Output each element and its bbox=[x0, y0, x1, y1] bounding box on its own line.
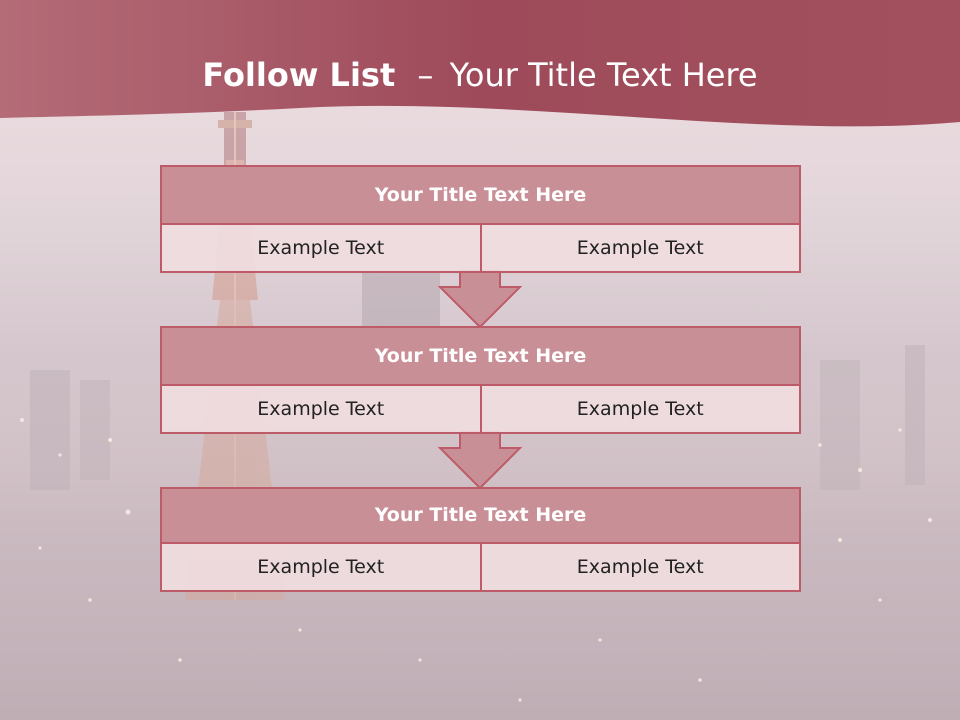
list-block: Your Title Text Here Example Text Exampl… bbox=[160, 165, 801, 273]
block-row: Example Text Example Text bbox=[162, 386, 799, 432]
title-rest: Your Title Text Here bbox=[449, 56, 758, 94]
down-arrow-icon bbox=[438, 431, 522, 489]
block-cell-left: Example Text bbox=[257, 237, 385, 259]
title-banner bbox=[0, 0, 960, 127]
block-title: Your Title Text Here bbox=[162, 167, 799, 225]
title-bold: Follow List bbox=[202, 56, 396, 94]
block-cell-right: Example Text bbox=[479, 386, 800, 432]
block-title: Your Title Text Here bbox=[162, 328, 799, 386]
block-cell-right: Example Text bbox=[479, 225, 800, 271]
block-cell-right: Example Text bbox=[479, 544, 800, 590]
block-cell-left: Example Text bbox=[257, 398, 385, 420]
list-block: Your Title Text Here Example Text Exampl… bbox=[160, 326, 801, 434]
list-block: Your Title Text Here Example Text Exampl… bbox=[160, 487, 801, 592]
block-title: Your Title Text Here bbox=[162, 489, 799, 544]
block-row: Example Text Example Text bbox=[162, 225, 799, 271]
down-arrow-icon bbox=[438, 270, 522, 328]
block-row: Example Text Example Text bbox=[162, 544, 799, 590]
title-dash: – bbox=[417, 56, 434, 94]
page-title: Follow List – Your Title Text Here bbox=[0, 52, 960, 98]
block-cell-left: Example Text bbox=[257, 556, 385, 578]
